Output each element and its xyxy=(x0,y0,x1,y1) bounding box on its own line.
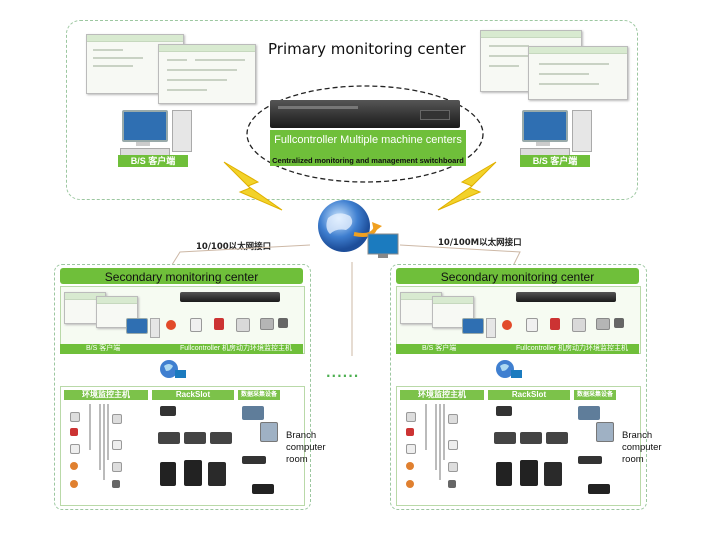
collector-device-r3 xyxy=(578,456,602,464)
collector-device-2 xyxy=(260,422,278,442)
device-icon-r2 xyxy=(526,318,538,332)
sensor-wiring-left xyxy=(89,404,109,480)
device-icon-5 xyxy=(260,318,274,330)
rack-module-2 xyxy=(184,432,206,444)
controller-title: Fullcontroller Multiple machine centers xyxy=(274,134,462,146)
rack-module-r3 xyxy=(546,432,568,444)
env-host-head-right: 环境监控主机 xyxy=(400,390,484,400)
controller-subtitle-bar: Centralized monitoring and management sw… xyxy=(270,150,466,166)
sensor-icon-1 xyxy=(70,412,80,422)
device-icon-2 xyxy=(190,318,202,332)
secondary-left-controller-label: Fullcontroller 机房动力环境监控主机 xyxy=(180,345,293,352)
bs-client-label-left: B/S 客户端 xyxy=(118,155,188,167)
collector-device-1 xyxy=(242,406,264,420)
sensor-icon-7 xyxy=(112,440,122,450)
controller-title-bar: Fullcontroller Multiple machine centers xyxy=(270,130,466,150)
sensor-icon-r6 xyxy=(448,414,458,424)
sensor-icon-r5 xyxy=(406,480,414,488)
device-icon-r3 xyxy=(550,318,560,330)
sensor-icon-8 xyxy=(112,462,122,472)
rack-module-4 xyxy=(158,432,180,444)
ac-cabinet xyxy=(184,460,202,486)
secondary-right-title: Secondary monitoring center xyxy=(440,270,595,284)
env-host-head-left: 环境监控主机 xyxy=(64,390,148,400)
sensor-icon-r9 xyxy=(448,480,456,488)
secondary-left-pc xyxy=(124,318,164,346)
rack-module-r4 xyxy=(494,432,516,444)
bs-client-label-right: B/S 客户端 xyxy=(520,155,590,167)
device-icon-6 xyxy=(278,318,288,328)
collector-device-4 xyxy=(252,484,274,494)
sensor-icon-r2 xyxy=(406,428,414,436)
secondary-left-title-bar: Secondary monitoring center xyxy=(60,268,303,284)
sensor-icon-r7 xyxy=(448,440,458,450)
secondary-right-footer-bar: B/S 客户端 Fullcontroller 机房动力环境监控主机 xyxy=(396,344,639,354)
device-icon-r1 xyxy=(502,320,512,330)
globe-network-icon xyxy=(318,200,399,258)
ellipsis-more-centers: ...... xyxy=(326,366,360,380)
collector-device-r2 xyxy=(596,422,614,442)
web-ui-screenshot-left-front xyxy=(158,44,256,104)
secondary-right-controller-label: Fullcontroller 机房动力环境监控主机 xyxy=(516,345,629,352)
device-icon-3 xyxy=(214,318,224,330)
sensor-icon-6 xyxy=(112,414,122,424)
collector-device-3 xyxy=(242,456,266,464)
rackslot-head-right: RackSlot xyxy=(488,390,570,400)
power-cabinet xyxy=(208,462,226,486)
sensor-icon-r8 xyxy=(448,462,458,472)
secondary-right-title-bar: Secondary monitoring center xyxy=(396,268,639,284)
secondary-left-client-label: B/S 客户端 xyxy=(86,345,121,352)
secondary-right-controller-server xyxy=(516,292,616,302)
link-label-right: 10/100M以太网接口 xyxy=(438,238,522,248)
sensor-icon-4 xyxy=(70,462,78,470)
ups-cabinet xyxy=(160,462,176,486)
primary-center-title: Primary monitoring center xyxy=(268,40,466,58)
sensor-icon-2 xyxy=(70,428,78,436)
sensor-icon-3 xyxy=(70,444,80,454)
link-label-left: 10/100以太网接口 xyxy=(196,242,272,252)
secondary-right-globe-icon xyxy=(496,360,522,378)
lightning-bolt-left-icon xyxy=(223,161,283,211)
device-icon-4 xyxy=(236,318,250,332)
sensor-wiring-right xyxy=(425,404,445,480)
rack-module-r1 xyxy=(496,406,512,416)
bs-client-pc-right xyxy=(518,108,598,158)
bs-client-pc-left xyxy=(118,108,198,158)
collector-device-r1 xyxy=(578,406,600,420)
collection-head-left: 数据采集设备 xyxy=(238,390,280,400)
branch-room-label-left: Branch computer room xyxy=(286,430,326,465)
ups-cabinet-r xyxy=(496,462,512,486)
sensor-icon-r1 xyxy=(406,412,416,422)
ac-cabinet-r xyxy=(520,460,538,486)
secondary-left-controller-server xyxy=(180,292,280,302)
device-icon-r5 xyxy=(596,318,610,330)
rack-module-r2 xyxy=(520,432,542,444)
secondary-right-pc xyxy=(460,318,500,346)
controller-ellipse xyxy=(246,85,484,183)
sensor-icon-9 xyxy=(112,480,120,488)
power-cabinet-r xyxy=(544,462,562,486)
sensor-icon-r3 xyxy=(406,444,416,454)
branch-room-label-right: Branch computer room xyxy=(622,430,662,465)
web-ui-screenshot-right-front xyxy=(528,46,628,100)
collection-head-right: 数据采集设备 xyxy=(574,390,616,400)
controller-subtitle: Centralized monitoring and management sw… xyxy=(272,156,464,165)
sensor-icon-r4 xyxy=(406,462,414,470)
secondary-left-globe-icon xyxy=(160,360,186,378)
collector-device-r4 xyxy=(588,484,610,494)
main-controller-server xyxy=(270,100,460,128)
secondary-left-footer-bar: B/S 客户端 Fullcontroller 机房动力环境监控主机 xyxy=(60,344,303,354)
rack-module-1 xyxy=(160,406,176,416)
secondary-right-client-label: B/S 客户端 xyxy=(422,345,457,352)
rack-module-3 xyxy=(210,432,232,444)
secondary-left-title: Secondary monitoring center xyxy=(104,270,259,284)
lightning-bolt-right-icon xyxy=(437,161,497,211)
secondary-right-lower-panel xyxy=(396,386,641,506)
sensor-icon-5 xyxy=(70,480,78,488)
device-icon-r4 xyxy=(572,318,586,332)
device-icon-r6 xyxy=(614,318,624,328)
rackslot-head-left: RackSlot xyxy=(152,390,234,400)
device-icon-1 xyxy=(166,320,176,330)
